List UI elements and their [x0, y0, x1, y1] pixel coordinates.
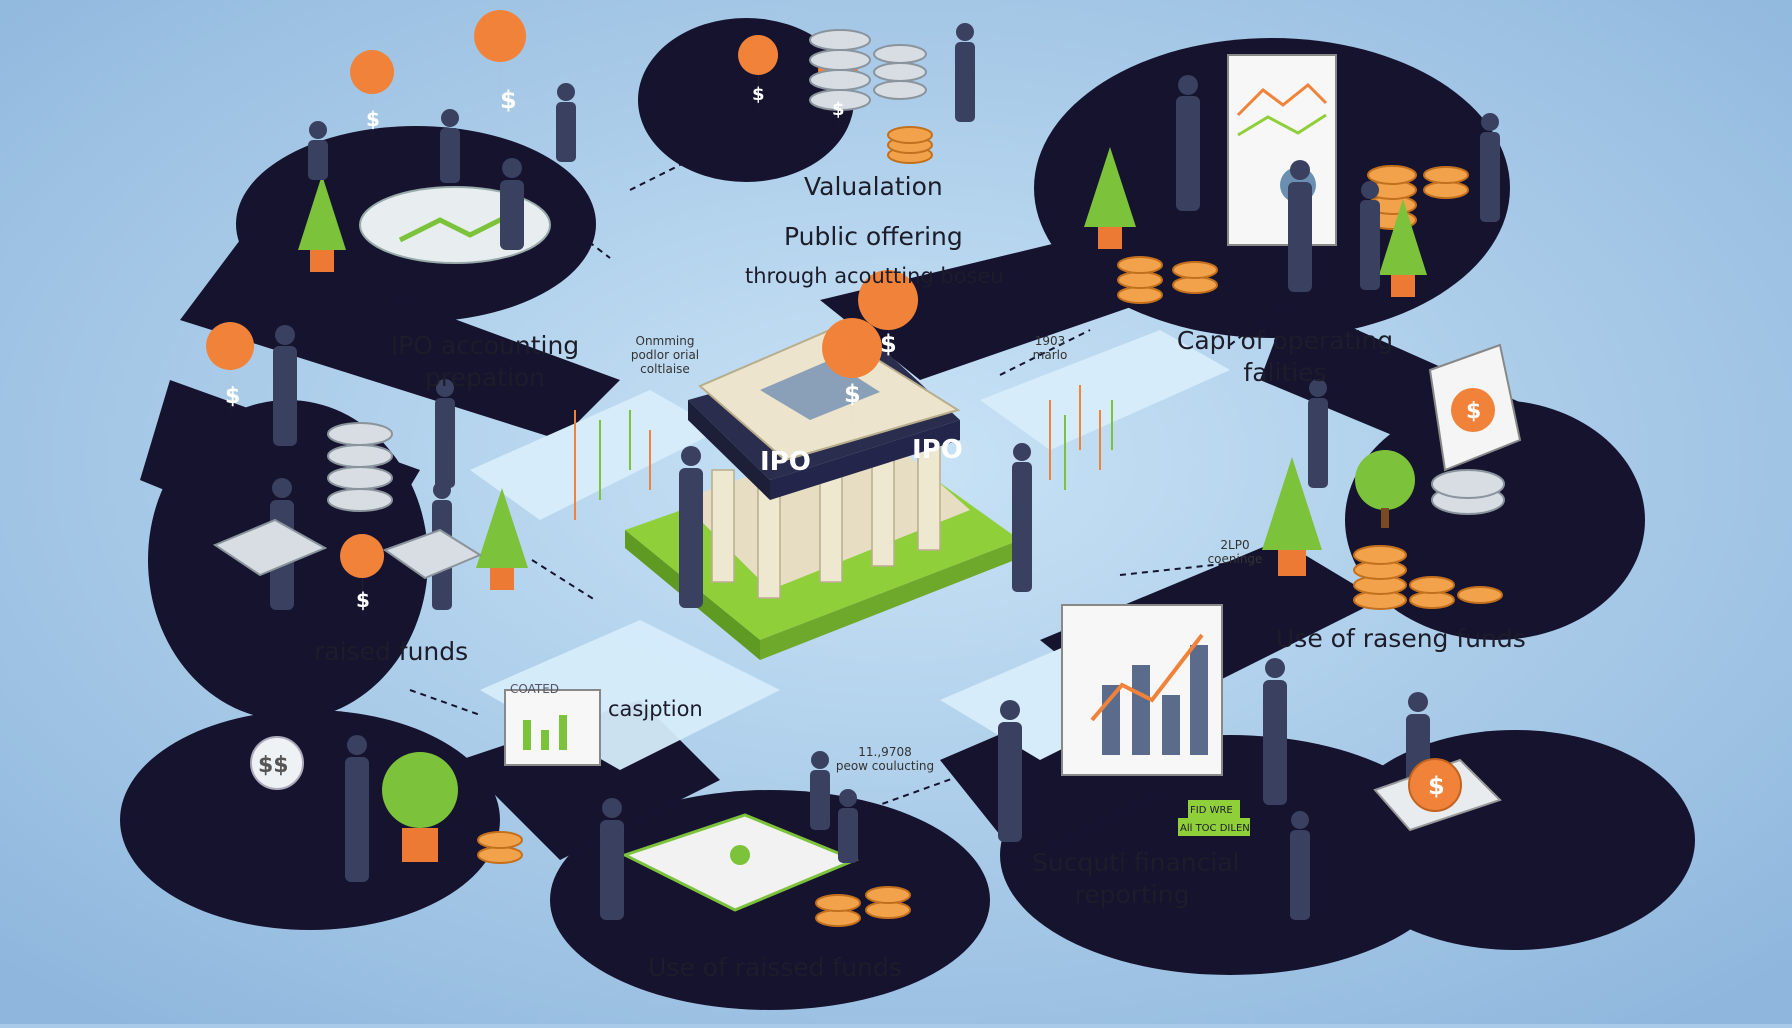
label-11-line2: peow coulucting	[835, 759, 935, 773]
label-1903-line1: 1903	[1034, 334, 1066, 348]
label-ipo-accounting: IPO accounting prepation	[380, 330, 590, 394]
label-onmming: Onmming podlor orial coltlaise	[615, 334, 715, 376]
label-use-raissed: Use of raissed funds	[648, 953, 902, 982]
label-2lp0-line2: coeninge	[1207, 552, 1263, 566]
ipo-sign-right: IPO	[912, 435, 963, 465]
dollar-icon: $	[225, 384, 240, 409]
dollar-pin-icon	[822, 270, 919, 432]
label-11-line1: 11.,9708	[858, 745, 912, 759]
dollar-icon: $	[752, 84, 765, 105]
dollar-icon: $	[1428, 772, 1445, 800]
label-capi-operating-line1: Capi of operating	[1176, 326, 1394, 355]
candlestick-icons	[574, 385, 1113, 520]
fid-sign-bottom	[1178, 818, 1250, 836]
label-capi-operating-line2: falities	[1243, 358, 1327, 387]
label-casjption: casjption	[608, 697, 703, 721]
label-onmming-line1: Onmming	[635, 334, 695, 348]
coated-label: COATED	[510, 682, 559, 696]
dollar-icon: $	[1466, 399, 1481, 424]
label-raised-funds: raised funds	[314, 637, 469, 666]
label-use-raseng: Use of raseng funds	[1276, 624, 1526, 653]
label-1903-line2: marlo	[1032, 348, 1068, 362]
arrow-icons	[409, 159, 1301, 831]
label-11-9708: 11.,9708 peow coulucting	[830, 745, 940, 773]
label-1903: 1903 marlo	[1020, 334, 1080, 362]
label-2lp0-line1: 2LP0	[1220, 538, 1250, 552]
label-onmming-line3: coltlaise	[640, 362, 690, 376]
label-public-offering: Public offering	[784, 222, 963, 251]
ipo-sign-left: IPO	[760, 447, 811, 477]
fid-sign-top	[1188, 800, 1240, 818]
dollar-icon: $	[880, 330, 897, 358]
label-valuation: Valualation	[804, 172, 943, 201]
dollar-icon: $	[832, 99, 845, 120]
label-2lp0: 2LP0 coeninge	[1200, 538, 1270, 566]
chart-board-icons	[359, 54, 1337, 912]
label-ipo-accounting-line2: prepation	[424, 363, 546, 392]
label-sucquti-reporting: Sucquti financial reporting	[1032, 847, 1240, 911]
label-sucquti-line1: Sucquti financial	[1032, 848, 1240, 877]
label-ipo-accounting-line1: IPO accounting	[390, 331, 580, 360]
dollar-icon: $	[500, 86, 517, 114]
fid-sign-text: All TOC DILEN	[1180, 823, 1250, 834]
label-sucquti-line2: reporting	[1074, 880, 1190, 909]
label-onmming-line2: podlor orial	[630, 348, 700, 362]
pedestal-icons	[212, 343, 1522, 832]
label-capi-operating: Capi of operating falities	[1170, 325, 1400, 389]
bank-building-icon	[625, 328, 1020, 660]
dollar-icon: $$	[258, 753, 289, 778]
coin-stack-icons	[327, 29, 1505, 927]
fid-sign-text: FID WRE	[1190, 805, 1233, 816]
dollar-icon: $	[844, 380, 861, 408]
tree-icons	[298, 147, 1427, 862]
dollar-icon: $	[366, 107, 380, 131]
dollar-icon: $	[356, 588, 370, 612]
label-through: through acoutting boseu	[745, 264, 1004, 288]
